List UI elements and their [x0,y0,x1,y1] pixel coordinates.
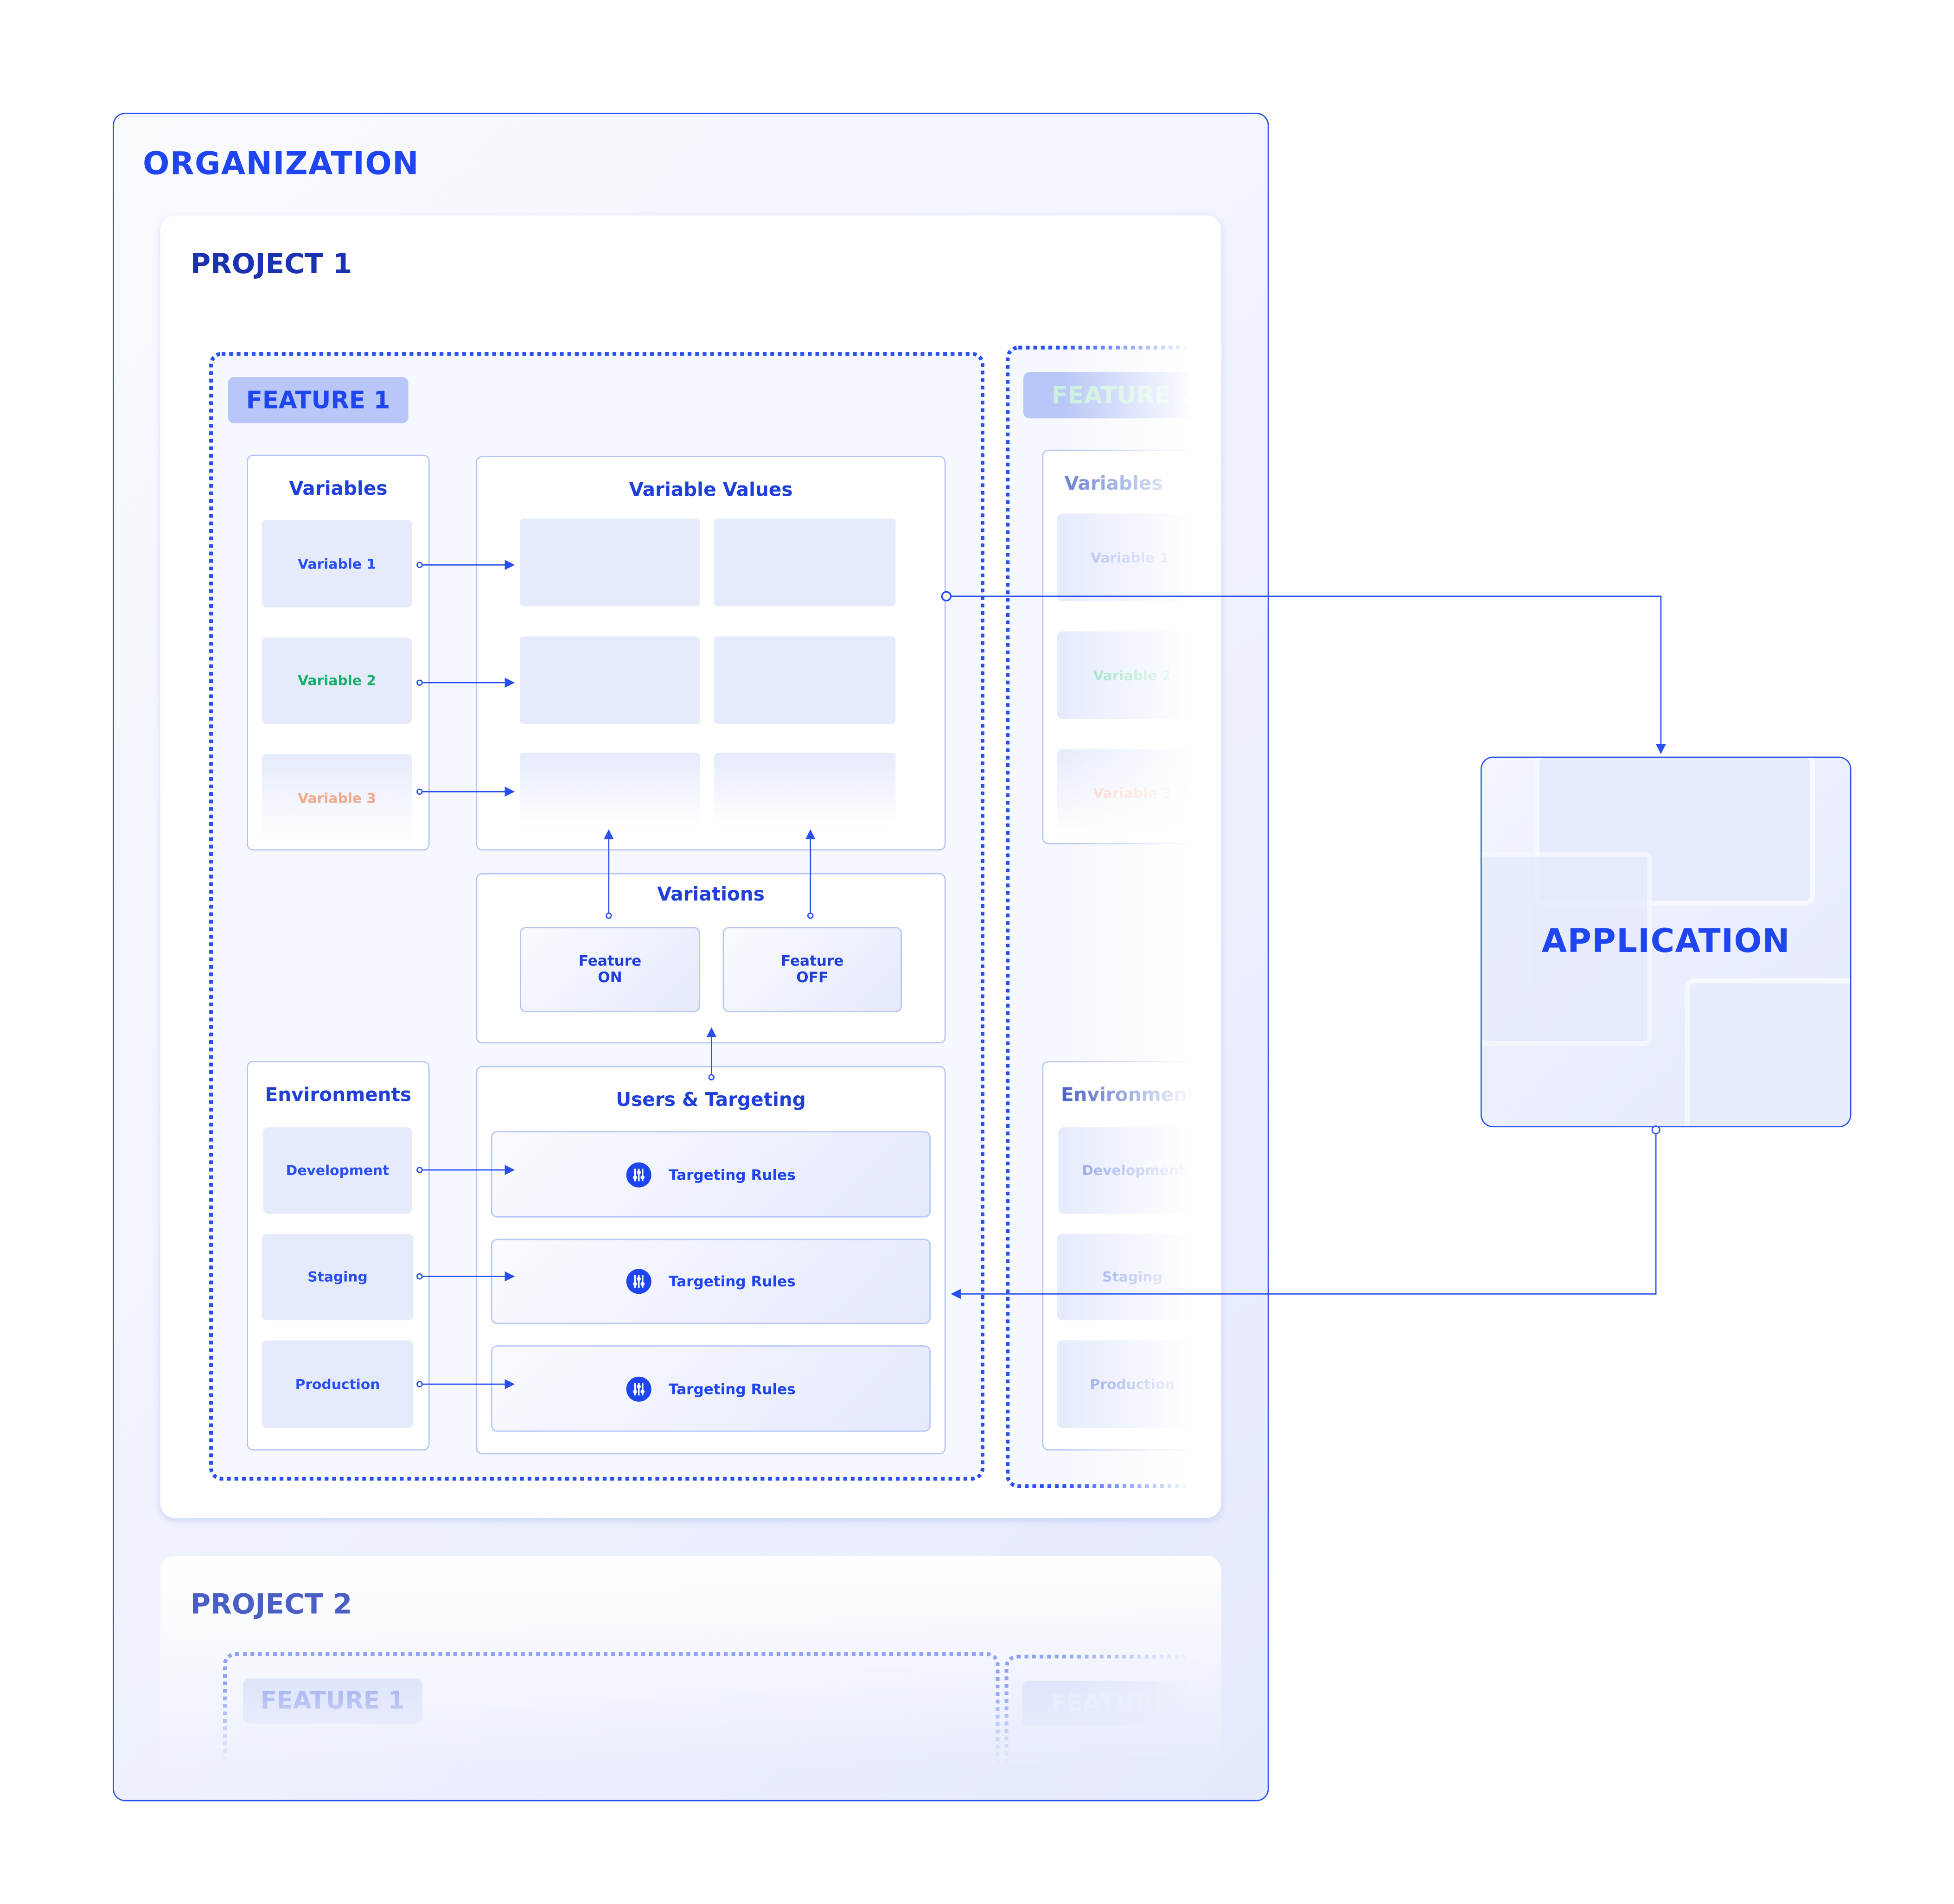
feature-1-badge: FEATURE 1 [228,377,409,424]
environment-production: Production [1057,1340,1208,1428]
targeting-rule-label: Targeting Rules [669,1272,796,1291]
value-cell [520,518,701,607]
feature-on-button[interactable]: Feature ON [520,926,701,1012]
value-cell [714,753,896,828]
values-to-application-connector [951,595,1666,754]
value-cell [714,518,896,607]
project-2-feature-1-badge: FEATURE 1 [243,1678,422,1724]
variations-title: Variations [657,883,765,906]
variable-values-title: Variable Values [629,478,793,501]
targeting-rule[interactable]: Targeting Rules [491,1345,931,1432]
sliders-icon [626,1269,651,1294]
environment-arrows [416,1165,515,1389]
environment-production[interactable]: Production [262,1340,414,1428]
variable-1: Variable 1 [1057,513,1208,601]
project-2-title: PROJECT 2 [190,1589,352,1621]
variables-title: Variables [1064,472,1163,495]
targeting-rule-label: Targeting Rules [669,1380,796,1398]
feature-2-badge: FEATURE 2 [1023,372,1224,419]
environment-development: Development [1058,1127,1209,1214]
sliders-icon [626,1162,651,1187]
variable-2[interactable]: Variable 2 [262,637,412,724]
environment-staging: Staging [1057,1233,1208,1321]
project-2-card [160,1556,1221,1769]
variable-3[interactable]: Variable 3 [262,754,412,842]
variables-title: Variables [289,477,388,500]
variable-arrows [416,560,515,797]
variable-2: Variable 2 [1057,631,1208,719]
application-box: APPLICATION [1480,756,1852,1128]
application-to-targeting-connector [951,1131,1657,1299]
environments-title: Environments [1061,1083,1207,1106]
users-targeting-title: Users & Targeting [616,1088,806,1112]
variation-arrows [604,829,816,1080]
sliders-icon [626,1376,651,1401]
project-1-title: PROJECT 1 [190,249,352,281]
variable-1[interactable]: Variable 1 [262,520,412,608]
targeting-rule-label: Targeting Rules [669,1165,796,1183]
feature-off-button[interactable]: Feature OFF [722,926,902,1012]
targeting-rule[interactable]: Targeting Rules [491,1239,931,1324]
environment-development[interactable]: Development [263,1127,412,1214]
organization-title: ORGANIZATION [142,145,420,182]
environments-title: Environments [265,1083,412,1106]
environment-staging[interactable]: Staging [262,1233,414,1321]
value-cell [520,753,701,828]
project-2-feature-2-badge: FEATURE 2 [1022,1681,1223,1726]
feature-2-container: FEATURE 2 Variables Variable 1 Variable … [1006,345,1257,1489]
value-cell [714,636,896,724]
targeting-rule[interactable]: Targeting Rules [491,1131,931,1218]
application-title: APPLICATION [1541,923,1790,961]
value-cell [520,636,701,724]
variable-3: Variable 3 [1057,749,1208,837]
